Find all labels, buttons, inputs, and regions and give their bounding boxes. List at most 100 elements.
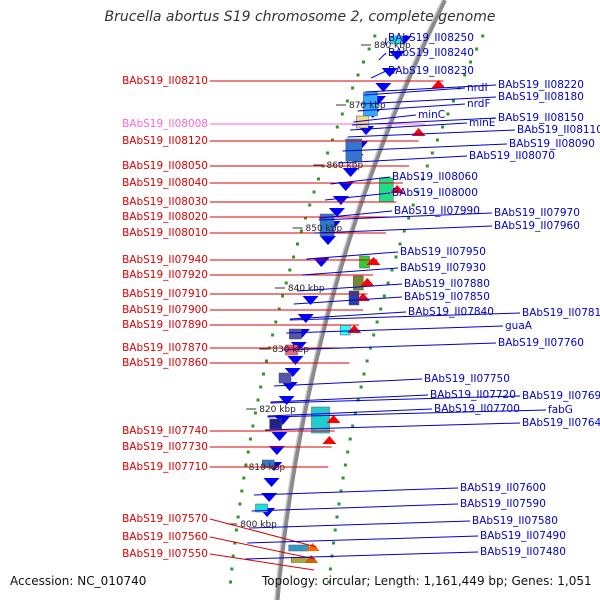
right-leader-line [337,155,468,164]
right-gene-label: BAbS19_II07880 [404,278,490,290]
right-gene-label: BAbS19_II07750 [424,373,510,385]
kbp-tick-label: 820 kbp [259,405,296,415]
outer-track-dot [328,567,332,571]
outer-track-dot [390,268,394,272]
right-leader-line [330,176,391,185]
left-gene-label: BAbS19_II08020 [122,211,208,223]
right-gene-label: nrdI [467,82,488,94]
outer-track-dot [346,450,350,454]
right-gene-label: guaA [505,320,533,332]
gene-block [255,503,268,513]
inner-track-dot [236,515,240,519]
inner-track-dot [312,190,316,194]
inner-track-dot [351,86,355,90]
right-gene-label: BAbS19_II08250 [388,32,474,44]
outer-track-dot [451,99,455,103]
reverse-gene-arrow [261,493,278,502]
inner-track-dot [246,450,250,454]
right-leader-line [306,251,399,260]
genome-backbone-highlight [274,0,443,601]
right-gene-label: BAbS19_II07600 [460,482,546,494]
right-leader-line [267,408,433,417]
outer-track-dot [327,580,331,584]
outer-track-dot [435,138,439,142]
inner-track-dot [229,580,232,584]
right-leader-line [249,520,471,529]
forward-gene-arrow [431,80,446,88]
reverse-gene-arrow [375,83,392,92]
right-gene-label: BAbS19_II07490 [480,530,566,542]
left-gene-label: BAbS19_II07920 [122,269,208,281]
outer-track-dot [356,398,360,402]
inner-track-dot [356,73,360,77]
inner-track-dot [281,294,285,298]
right-gene-label: BAbS19_II07970 [494,207,580,219]
inner-track-dot [326,151,330,155]
right-gene-label: BAbS19_II07760 [498,337,584,349]
outer-track-dot [368,346,372,350]
gene-block [289,328,302,340]
right-gene-label: BAbS19_II08090 [509,138,595,150]
right-leader-line [286,325,504,334]
right-leader-line [273,378,423,387]
outer-track-dot [343,463,347,467]
inner-track-dot [256,398,260,402]
right-leader-line [251,503,459,512]
right-gene-label: fabG [548,404,573,416]
right-gene-label: BAbS19_II07840 [408,306,494,318]
reverse-gene-arrow [281,382,298,391]
right-leader-line [264,422,521,431]
right-leader-line [253,487,459,496]
inner-track-dot [242,476,246,480]
right-leader-line [364,87,466,96]
right-gene-label: BAbS19_II07690 [522,390,600,402]
outer-track-dot [359,385,363,389]
left-gene-label: BAbS19_II08030 [122,196,208,208]
forward-gene-arrow [411,128,426,136]
right-gene-label: BAbS19_II07700 [434,403,520,415]
outer-track-dot [475,47,479,51]
kbp-tick-label: 850 kbp [306,224,343,234]
outer-track-dot [365,359,369,363]
right-leader-line [247,535,479,544]
gene-block [348,290,360,306]
inner-track-dot [296,242,299,246]
right-gene-label: BAbS19_II07720 [430,389,516,401]
inner-track-dot [251,424,255,428]
outer-track-dot [463,73,467,77]
gene-block [390,35,403,45]
left-gene-label: BAbS19_II08050 [122,160,208,172]
inner-track-dot [230,567,234,571]
right-leader-line [314,225,493,234]
right-gene-label: BAbS19_II07960 [494,220,580,232]
right-gene-label: BAbS19_II08240 [388,47,474,59]
forward-gene-arrow [322,436,337,444]
inner-track-dot [238,502,242,506]
right-gene-label: BAbS19_II07480 [480,546,566,558]
reverse-gene-arrow [263,478,280,487]
reverse-gene-arrow [278,396,295,405]
forward-gene-arrow [326,415,341,423]
left-gene-label: BAbS19_II07570 [122,513,208,525]
inner-track-dot [274,320,278,324]
forward-gene-arrow [304,555,319,563]
reverse-gene-arrow [274,416,291,425]
inner-track-dot [259,385,263,389]
gene-block [356,115,369,129]
left-gene-label: BAbS19_II08010 [122,227,208,239]
right-gene-label: BAbS19_II08110 [517,124,600,136]
right-leader-line [318,212,493,221]
right-gene-label: BAbS19_II07950 [400,246,486,258]
outer-track-dot [339,489,343,493]
left-gene-label: BAbS19_II07560 [122,531,208,543]
left-gene-label: BAbS19_II07710 [122,461,208,473]
gene-block [353,275,364,291]
kbp-tick-label: 810 kbp [249,463,286,473]
outer-track-dot [337,502,341,506]
left-gene-label: BAbS19_II08040 [122,177,208,189]
reverse-gene-arrow [290,342,307,351]
forward-gene-arrow [305,543,320,551]
left-leader-line [209,518,317,548]
reverse-gene-arrow [320,236,336,245]
right-leader-line [353,114,417,123]
